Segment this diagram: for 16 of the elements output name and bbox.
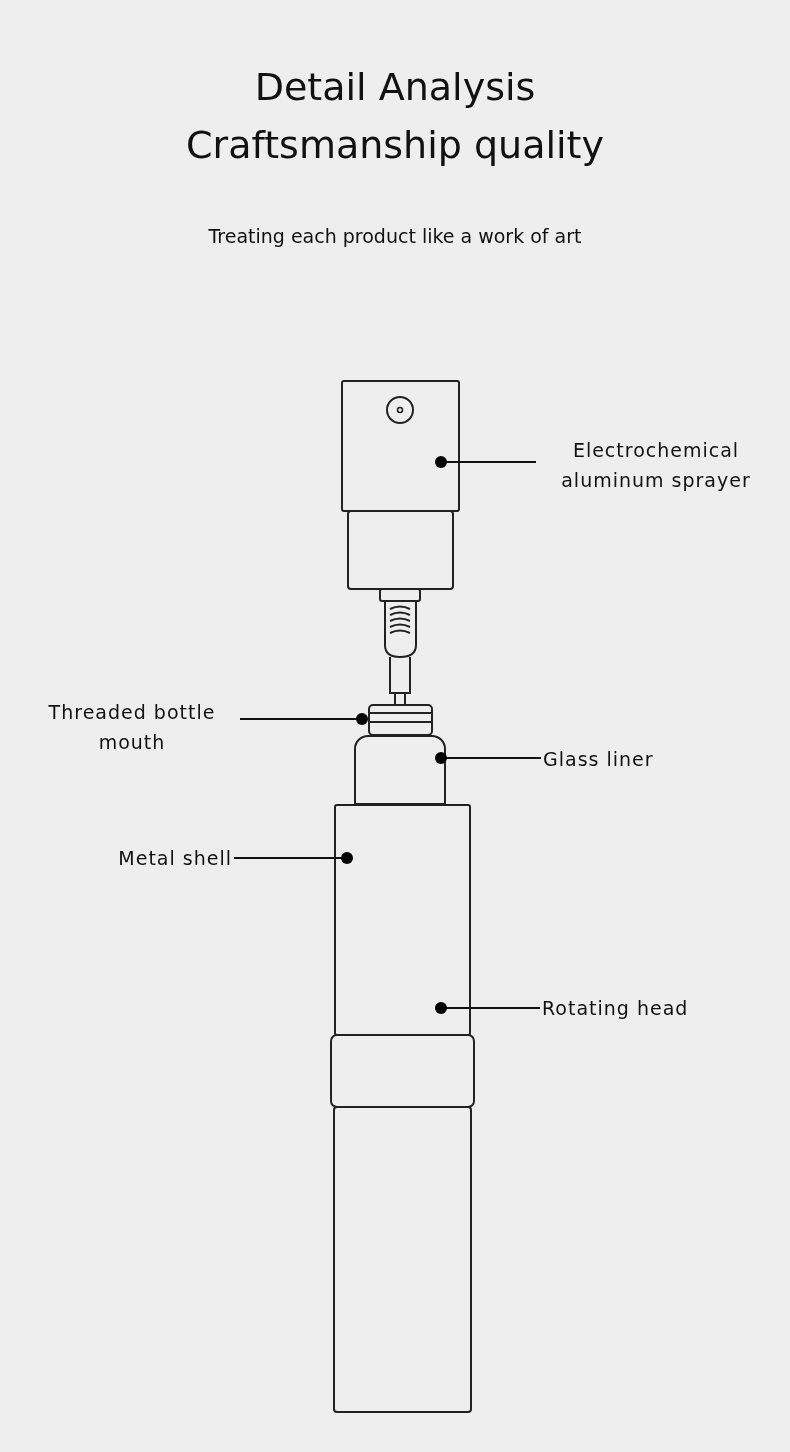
- threaded-neck: [368, 704, 433, 736]
- part-label: Rotating head: [542, 993, 722, 1023]
- leader-line: [435, 456, 537, 468]
- metal-shell-body: [334, 804, 471, 1036]
- leader-line: [435, 1002, 541, 1014]
- leader-line: [239, 713, 368, 725]
- sprayer-cap: [341, 380, 460, 512]
- subtitle: Treating each product like a work of art: [207, 225, 583, 247]
- page-title: Detail Analysis Craftsmanship quality: [185, 64, 605, 169]
- part-label: Glass liner: [543, 744, 683, 774]
- part-label: Threaded bottle mouth: [26, 697, 238, 757]
- leader-line: [233, 852, 353, 864]
- leader-line: [435, 752, 542, 764]
- part-label: Electrochemical aluminum sprayer: [538, 435, 774, 495]
- part-label: Metal shell: [92, 843, 232, 873]
- glass-liner-part: [354, 735, 446, 805]
